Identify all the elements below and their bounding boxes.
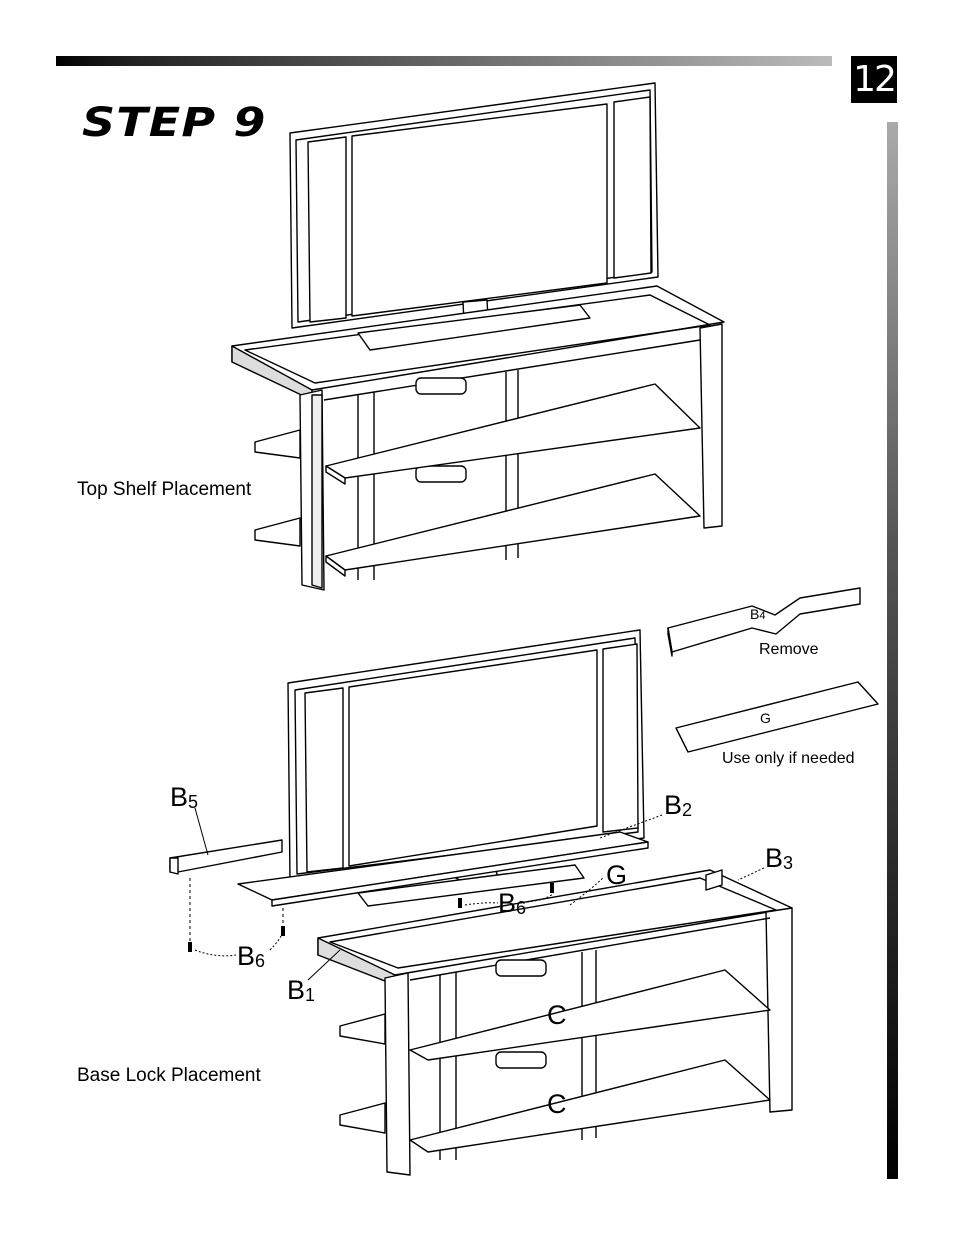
- label-b6-center: B6: [498, 888, 527, 918]
- label-b2: B2: [664, 790, 693, 820]
- label-b6-left: B6: [237, 941, 266, 971]
- part-g-use-if-needed: Use only if needed: [722, 750, 855, 767]
- label-g: G: [606, 860, 628, 890]
- b2-plate: [237, 831, 649, 907]
- caption-base-lock: Base Lock Placement: [77, 1065, 261, 1086]
- part-g: [675, 681, 879, 753]
- part-b4-label: B4: [750, 606, 766, 622]
- bottom-tv: [287, 629, 645, 883]
- caption-top-shelf: Top Shelf Placement: [77, 479, 252, 500]
- side-gradient-bar: [887, 122, 898, 1179]
- part-b4-remove: Remove: [759, 641, 819, 658]
- top-stand: [231, 285, 725, 591]
- part-g-label: G: [760, 710, 771, 726]
- label-c-lower: C: [547, 1089, 567, 1119]
- label-b1: B1: [287, 975, 316, 1005]
- header-gradient-bar: [56, 56, 832, 66]
- label-b3: B3: [765, 843, 794, 873]
- step-title: STEP 9: [82, 100, 267, 146]
- label-c-upper: C: [547, 1000, 567, 1030]
- b5-rail: [169, 839, 283, 875]
- bottom-stand: [317, 869, 793, 1176]
- label-b5: B5: [170, 782, 199, 812]
- part-b4: [667, 587, 861, 657]
- page-number: 12: [851, 56, 897, 103]
